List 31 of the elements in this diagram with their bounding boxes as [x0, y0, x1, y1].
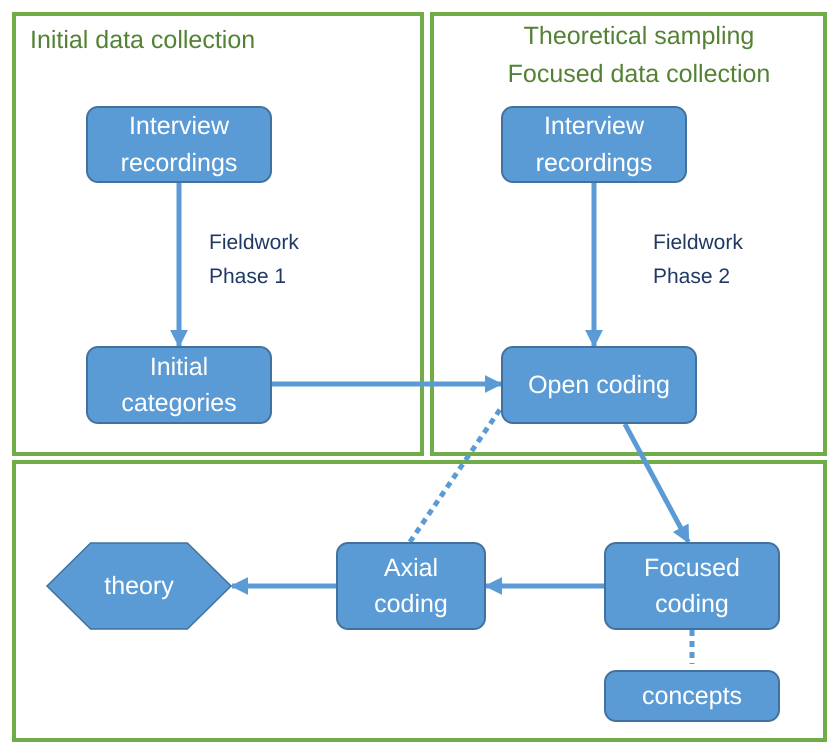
node-label: theory: [104, 570, 174, 602]
node-label: Axial coding: [373, 552, 449, 620]
arrow: [585, 183, 603, 348]
panel-title: Theoretical sampling Focused data collection: [506, 21, 772, 90]
panel-title: Initial data collection: [30, 25, 256, 56]
node-label: concepts: [642, 680, 742, 712]
panel: [12, 12, 424, 456]
hexagon: [46, 542, 232, 630]
process-box: [336, 542, 486, 630]
node-label: Interview recordings: [120, 111, 238, 178]
arrow: [170, 183, 188, 348]
node-label: Initial categories: [120, 352, 238, 419]
process-box: [501, 346, 697, 424]
arrow: [230, 577, 336, 595]
dotted-connector: [690, 630, 694, 664]
process-box: [86, 106, 272, 183]
process-box: [86, 346, 272, 424]
process-box: [604, 542, 780, 630]
arrow: [272, 375, 503, 393]
process-box: [501, 106, 687, 183]
edge-label: Fieldwork Phase 2: [653, 230, 744, 290]
node-label: Open coding: [528, 370, 670, 401]
dotted-connector: [408, 406, 504, 544]
edge-label: Fieldwork Phase 1: [209, 230, 300, 290]
panel: [430, 12, 827, 456]
process-box: [604, 670, 780, 722]
arrow: [622, 422, 691, 544]
node-label: Focused coding: [643, 552, 741, 620]
node-label: Interview recordings: [534, 111, 654, 178]
panel: [12, 460, 827, 742]
arrow: [484, 577, 604, 595]
